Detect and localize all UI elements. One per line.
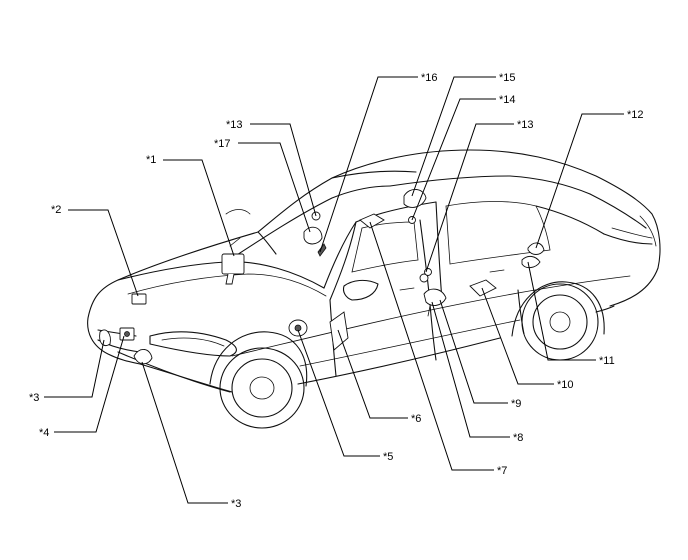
callout-labels: *1 *2 *3 *4 *3 *5 *6 *7 *8 *9 *10 *11 *1… [29,72,644,510]
leader-5 [297,329,380,457]
callout-1: *1 [146,154,156,166]
callout-12: *12 [627,109,644,121]
leader-15 [411,76,496,197]
callout-13b: *13 [517,119,534,131]
callout-10: *10 [557,379,574,391]
component-13b [424,268,432,276]
leader-2 [68,209,139,297]
callout-15: *15 [499,72,516,84]
leader-13a [250,123,317,217]
callout-3-right: *3 [231,498,241,510]
leader-6 [337,329,408,419]
callout-9: *9 [511,398,521,410]
leader-3-left [44,339,105,398]
callout-4: *4 [39,427,49,439]
callout-3-left: *3 [29,392,39,404]
callout-5: *5 [383,451,393,463]
leader-14 [411,98,496,221]
leader-16 [319,76,418,253]
components [99,189,545,365]
leader-lines [44,76,624,504]
component-2 [131,293,147,305]
leader-1 [163,159,235,257]
component-8 [423,288,447,306]
callout-13a: *13 [226,119,243,131]
component-6 [329,311,349,351]
component-11 [521,255,541,269]
callout-11: *11 [599,355,615,367]
component-7 [359,213,385,229]
callout-6: *6 [411,413,421,425]
component-5 [288,319,308,337]
leader-9 [439,299,508,404]
component-3-left [99,329,111,346]
leader-10 [481,287,554,385]
component-3-right [133,349,153,365]
callout-2: *2 [51,204,61,216]
leader-3-right [141,361,228,504]
component-17 [303,226,323,245]
component-15 [403,189,427,208]
callout-16: *16 [421,72,438,84]
leader-8 [431,301,510,438]
leader-17 [238,142,311,233]
component-12 [527,242,545,255]
component-1 [221,237,245,285]
car-outline [87,149,661,429]
callout-14: *14 [499,94,516,106]
leader-11 [527,261,596,361]
leader-4 [54,335,125,433]
component-10 [469,279,497,297]
callout-7: *7 [497,465,507,477]
leader-12 [535,113,624,249]
callout-8: *8 [513,432,523,444]
component-4 [119,327,135,341]
leader-7 [369,221,494,471]
callout-17: *17 [214,138,231,150]
component-9 [419,273,429,283]
leader-13b [425,123,514,273]
